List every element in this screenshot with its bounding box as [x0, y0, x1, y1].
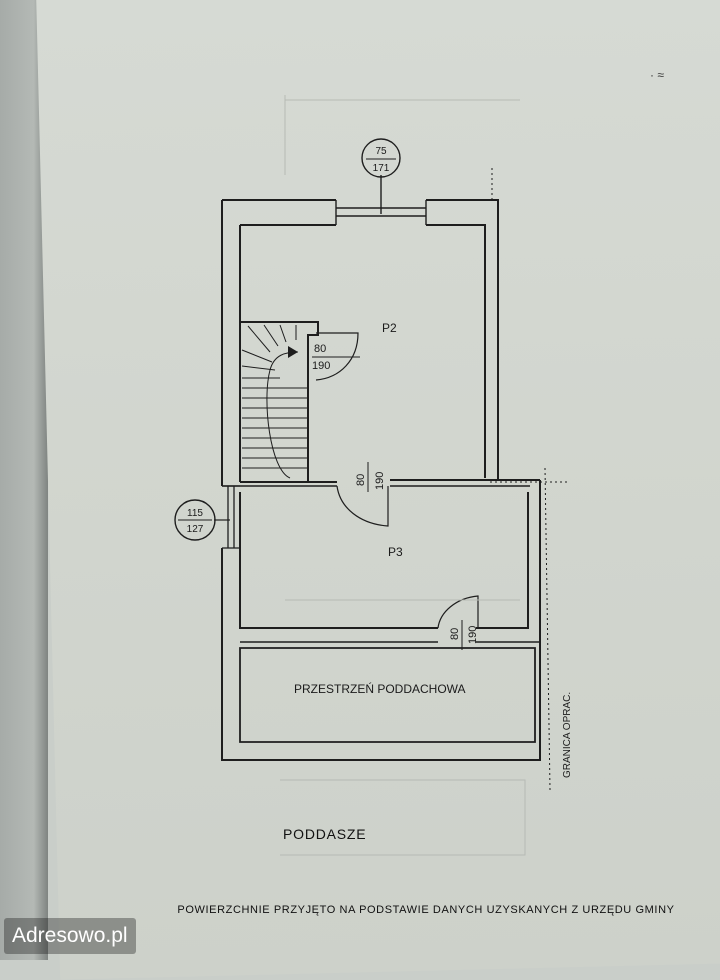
wall-p2-p3	[240, 479, 540, 483]
window-top-tag	[361, 138, 401, 178]
attic-space-box	[239, 647, 536, 743]
ink-mark: · ≈	[650, 68, 664, 82]
inner-wall-p3	[239, 492, 529, 629]
stair-treads	[241, 324, 308, 479]
stair-shaft-wall	[240, 321, 319, 482]
door-p3-attic-height: 190	[467, 626, 479, 644]
floor-plan: 75 171 115 127 P2 P3 PRZESTRZEŃ PODDACHO…	[174, 95, 573, 856]
boundary-line-right	[544, 467, 551, 791]
outer-wall-top	[221, 199, 499, 486]
note-text: POWIERZCHNIE PRZYJĘTO NA PODSTAWIE DANYC…	[177, 904, 675, 916]
window-top	[335, 200, 427, 225]
watermark-badge: Adresowo.pl	[4, 918, 136, 954]
room-label-p2: P2	[382, 321, 397, 335]
door-stairs-width: 80	[314, 343, 326, 355]
door-swing-stairs	[315, 332, 359, 381]
boundary-label: GRANICA OPRAC.	[562, 692, 573, 778]
door-p2-p3-height: 190	[374, 472, 386, 490]
door-swing-p3-attic	[437, 595, 479, 629]
window-left-height: 127	[187, 524, 204, 535]
window-top-width: 75	[375, 146, 387, 157]
room-label-p3: P3	[388, 545, 403, 559]
room-label-attic-space: PRZESTRZEŃ PODDACHOWA	[294, 681, 466, 696]
door-p3-attic-width: 80	[449, 628, 461, 640]
inner-wall-p2	[240, 224, 486, 478]
ghost-bleed-through	[280, 95, 526, 856]
window-left-width: 115	[187, 508, 203, 519]
floor-label: PODDASZE	[283, 826, 367, 842]
window-top-height: 171	[373, 163, 390, 174]
door-swing-p2-p3	[336, 485, 389, 527]
window-left	[222, 485, 240, 549]
door-p2-p3-width: 80	[355, 474, 367, 486]
outer-wall-lower	[221, 480, 541, 761]
stair-arrow	[288, 346, 298, 358]
window-left-tag	[174, 499, 216, 541]
door-stairs-height: 190	[312, 360, 330, 372]
